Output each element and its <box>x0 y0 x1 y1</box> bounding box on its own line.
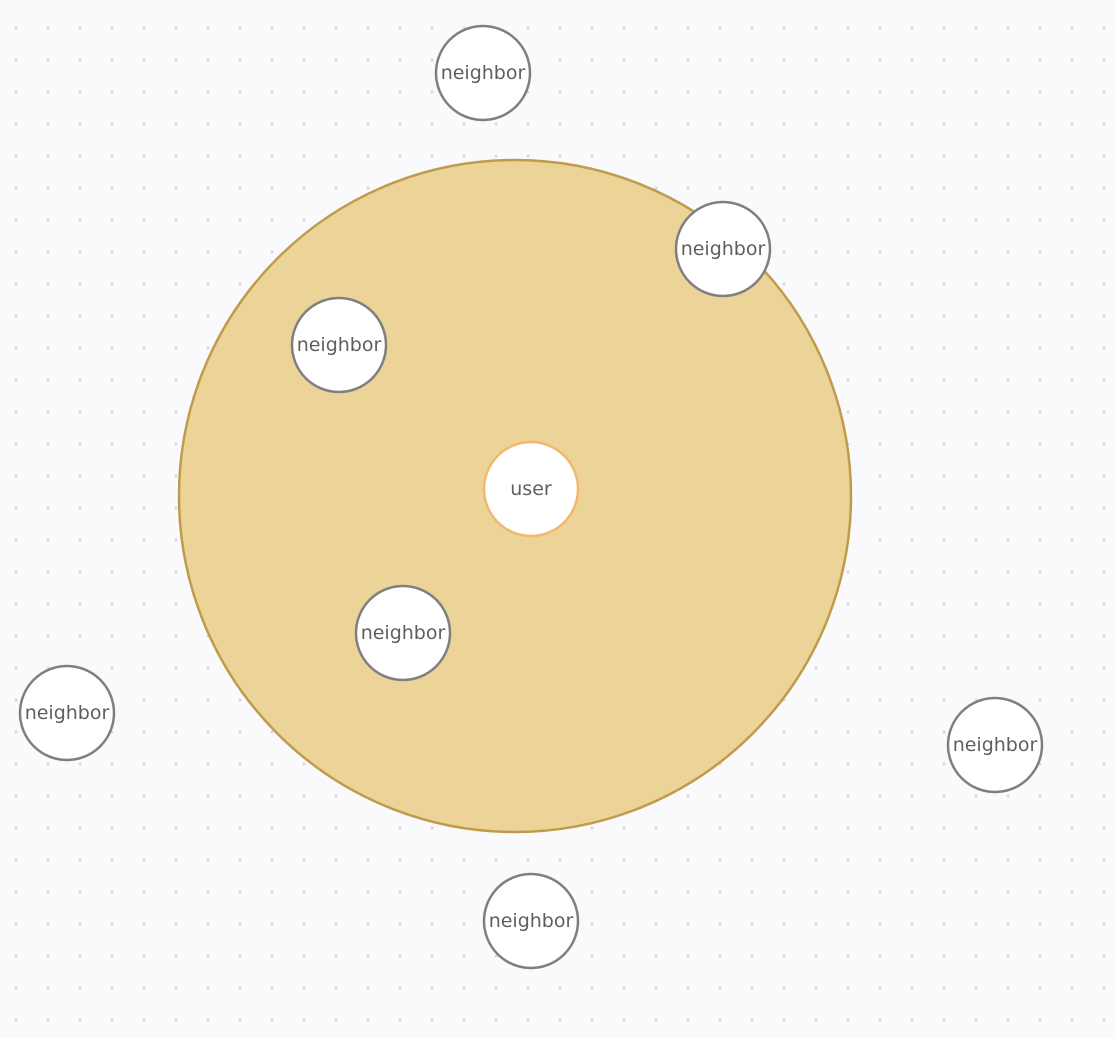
neighbor-node-label: neighbor <box>953 734 1038 756</box>
neighbor-node[interactable]: neighbor <box>434 24 532 122</box>
neighbor-node[interactable]: neighbor <box>354 584 452 682</box>
neighbor-node-circle <box>18 664 116 762</box>
neighbor-node[interactable]: neighbor <box>674 200 772 298</box>
neighbor-node-label: neighbor <box>25 702 110 724</box>
user-node[interactable]: user <box>482 440 580 538</box>
neighbor-node-label: neighbor <box>297 334 382 356</box>
neighbor-node-label: neighbor <box>361 622 446 644</box>
neighbor-node-circle <box>674 200 772 298</box>
neighbor-node-label: neighbor <box>681 238 766 260</box>
neighbor-node[interactable]: neighbor <box>18 664 116 762</box>
neighbor-node-circle <box>946 696 1044 794</box>
neighbor-node-circle <box>354 584 452 682</box>
neighbor-node-circle <box>434 24 532 122</box>
user-node-circle <box>482 440 580 538</box>
neighbor-node-circle <box>482 872 580 970</box>
neighbor-node-label: neighbor <box>489 910 574 932</box>
neighbor-node-circle <box>290 296 388 394</box>
neighbor-node[interactable]: neighbor <box>482 872 580 970</box>
neighbor-node-label: neighbor <box>441 62 526 84</box>
user-node-label: user <box>510 478 552 500</box>
neighbor-node[interactable]: neighbor <box>290 296 388 394</box>
neighbor-node[interactable]: neighbor <box>946 696 1044 794</box>
